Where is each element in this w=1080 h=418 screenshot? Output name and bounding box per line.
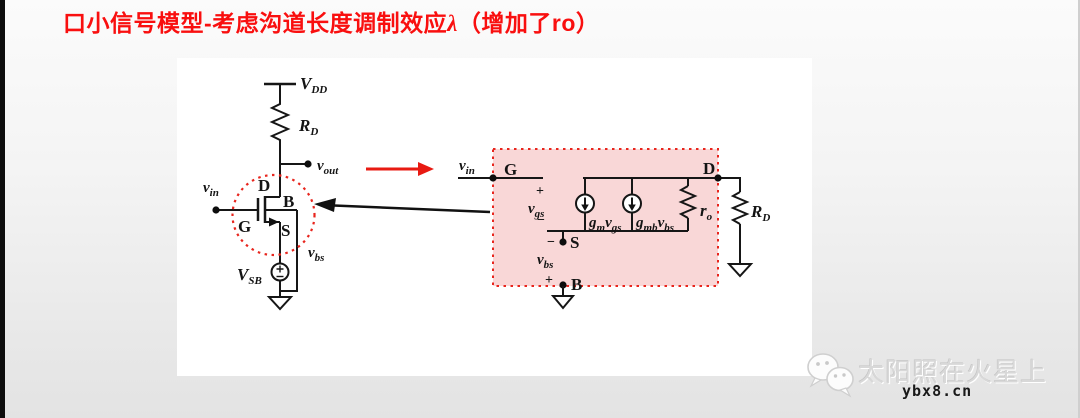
title-suffix: （增加了ro） [457, 10, 600, 36]
model-highlight-box [492, 148, 719, 287]
watermark-domain-text: ybx8.cn [902, 382, 973, 400]
label-vbs-plus: + [545, 273, 553, 288]
s-node-dot [559, 238, 567, 246]
label-vin-right: vin [459, 158, 475, 177]
label-gmbvbs: gmbvbs [635, 215, 674, 234]
vout-node-dot [304, 160, 312, 168]
wechat-icon [807, 353, 854, 398]
label-gmvgs: gmvgs [588, 215, 622, 234]
title-text: 口小信号模型-考虑沟道长度调制效应 [63, 10, 448, 36]
label-vbs: vbs [308, 245, 324, 264]
mosfet-symbol [212, 196, 297, 227]
ground-icon [550, 295, 576, 310]
d-node-dot [714, 174, 722, 182]
vsb-voltage-source [270, 262, 290, 282]
label-vbs-right: vbs [537, 252, 553, 271]
plus-mark [276, 265, 284, 273]
label-vgs: vgs [528, 201, 544, 220]
watermark: 太阳照在火星上 ybx8.cn [804, 346, 1072, 406]
b-node-dot [559, 281, 567, 289]
left-circuit: VDD RD vout vin D B G S vbs VSB [203, 74, 339, 311]
highlight-circle-icon [231, 173, 316, 257]
label-node-d: D [258, 176, 270, 195]
label-vgs-plus: + [536, 184, 544, 199]
left-edge-strip [0, 0, 5, 418]
current-source-gmbvbs [622, 178, 642, 231]
ground-icon [266, 296, 294, 311]
label-vgs-minus: − [537, 213, 545, 228]
bulk-return-wire [280, 210, 298, 292]
label-node-b-right: B [571, 275, 582, 294]
red-arrow-icon [366, 162, 434, 176]
drain-rail-wire [583, 177, 741, 192]
resistor-rd-right [726, 191, 754, 278]
label-rd: RD [298, 116, 318, 138]
label-vdd: VDD [300, 74, 327, 96]
right-edge-strip [1078, 0, 1080, 418]
title-lambda-symbol: λ [447, 11, 458, 36]
watermark-brand-text: 太阳照在火星上 [858, 357, 1048, 387]
slide-title: 口小信号模型-考虑沟道长度调制效应λ（增加了ro） [63, 4, 599, 38]
g-node-dot [489, 174, 497, 182]
current-source-gmvgs [575, 178, 595, 231]
label-node-g-right: G [504, 160, 517, 179]
resistor-rd-left [269, 100, 291, 144]
label-rd-right: RD [750, 202, 770, 224]
black-arrow-icon [314, 198, 491, 214]
label-node-s-right: S [570, 233, 579, 252]
label-vout: vout [317, 158, 339, 177]
vin-node-dot [212, 206, 220, 214]
label-vbs-minus: − [547, 235, 555, 250]
resistor-ro [678, 178, 698, 231]
label-vin: vin [203, 180, 219, 199]
label-node-b: B [283, 192, 294, 211]
ground-icon [726, 263, 754, 278]
label-node-d-right: D [703, 159, 715, 178]
label-node-s: S [281, 221, 290, 240]
label-node-g: G [238, 217, 251, 236]
right-circuit: vin G D + vgs − gmvgs gmbvbs ro RD − S v… [458, 148, 770, 310]
source-arrow [269, 217, 279, 227]
label-vsb: VSB [237, 265, 262, 287]
label-ro: ro [700, 201, 713, 223]
